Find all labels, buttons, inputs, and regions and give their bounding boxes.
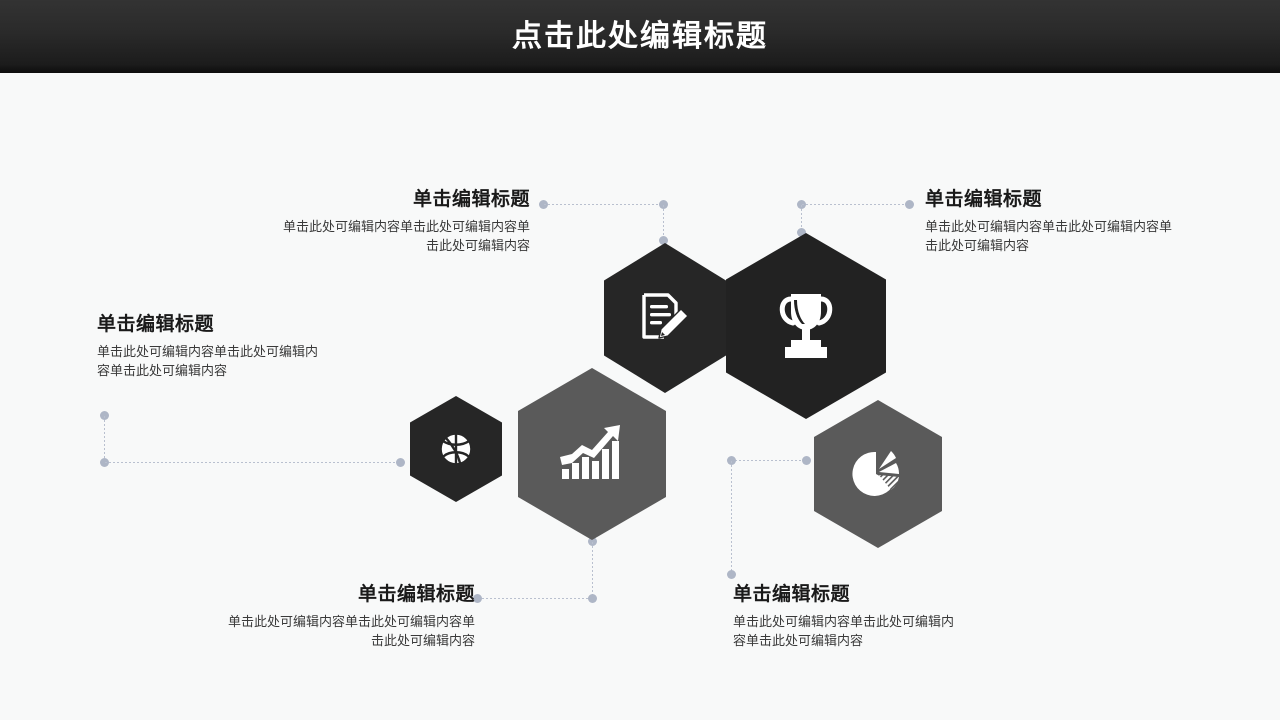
connector-line-top-left-v bbox=[663, 205, 664, 243]
item-top-right: 单击编辑标题 单击此处可编辑内容单击此处可编辑内容单击此处可编辑内容 bbox=[925, 188, 1183, 255]
connector-dot-bottom-left-hex bbox=[588, 537, 597, 546]
connector-line-left-v bbox=[104, 416, 105, 462]
page-title: 点击此处编辑标题 bbox=[512, 19, 768, 53]
connector-dot-left-hex bbox=[396, 458, 405, 467]
connector-line-left-h bbox=[105, 462, 400, 463]
basketball-icon bbox=[436, 429, 476, 469]
connector-dot-top-right-corner bbox=[905, 200, 914, 209]
connector-dot-top-left-corner bbox=[659, 200, 668, 209]
item-heading: 单击编辑标题 bbox=[97, 314, 215, 335]
connector-line-top-right-h bbox=[802, 204, 910, 205]
connector-dot-bottom-left-end bbox=[473, 594, 482, 603]
connector-dot-bottom-left-corner bbox=[588, 594, 597, 603]
item-heading: 单击编辑标题 bbox=[733, 584, 851, 605]
item-body: 单击此处可编辑内容单击此处可编辑内容单击此处可编辑内容 bbox=[925, 218, 1173, 253]
hex-pie[interactable] bbox=[814, 400, 942, 548]
document-pencil-icon bbox=[636, 289, 694, 347]
item-bottom-left: 单击编辑标题 单击此处可编辑内容单击此处可编辑内容单击此处可编辑内容 bbox=[228, 583, 475, 650]
connector-dot-left-corner bbox=[100, 458, 109, 467]
item-body: 单击此处可编辑内容单击此处可编辑内容单击此处可编辑内容 bbox=[733, 613, 955, 648]
connector-dot-top-left-end bbox=[539, 200, 548, 209]
connector-dot-bottom-right-end bbox=[727, 570, 736, 579]
connector-dot-bottom-right-corner bbox=[727, 456, 736, 465]
connector-dot-top-right-hex bbox=[797, 228, 806, 237]
connector-line-top-left-h bbox=[544, 204, 664, 205]
connector-line-top-right-v bbox=[801, 205, 802, 233]
trophy-icon bbox=[771, 290, 841, 362]
hex-ball[interactable] bbox=[410, 396, 502, 502]
hex-trophy[interactable] bbox=[726, 233, 886, 419]
item-left: 单击编辑标题 单击此处可编辑内容单击此处可编辑内容单击此处可编辑内容 bbox=[97, 313, 322, 380]
connector-dot-top-left-hex bbox=[659, 236, 668, 245]
connector-line-bottom-right-h bbox=[735, 460, 803, 461]
growth-chart-icon bbox=[558, 423, 626, 485]
item-bottom-right: 单击编辑标题 单击此处可编辑内容单击此处可编辑内容单击此处可编辑内容 bbox=[733, 583, 958, 650]
item-heading: 单击编辑标题 bbox=[412, 189, 530, 210]
connector-line-bottom-left-h bbox=[482, 598, 589, 599]
item-heading: 单击编辑标题 bbox=[925, 189, 1043, 210]
connector-line-bottom-left-v bbox=[592, 542, 593, 598]
item-heading: 单击编辑标题 bbox=[357, 584, 475, 605]
item-top-left: 单击编辑标题 单击此处可编辑内容单击此处可编辑内容单击此处可编辑内容 bbox=[275, 188, 530, 255]
slide-title-bar: 点击此处编辑标题 bbox=[0, 0, 1280, 73]
pie-chart-icon bbox=[849, 445, 907, 503]
connector-dot-left-top bbox=[100, 411, 109, 420]
item-body: 单击此处可编辑内容单击此处可编辑内容单击此处可编辑内容 bbox=[282, 218, 530, 253]
connector-dot-bottom-right-hex bbox=[802, 456, 811, 465]
item-body: 单击此处可编辑内容单击此处可编辑内容单击此处可编辑内容 bbox=[97, 343, 319, 378]
connector-line-bottom-right-v bbox=[731, 461, 732, 573]
hex-document[interactable] bbox=[604, 243, 726, 393]
connector-dot-top-right-end bbox=[797, 200, 806, 209]
item-body: 单击此处可编辑内容单击此处可编辑内容单击此处可编辑内容 bbox=[228, 613, 476, 648]
hex-growth[interactable] bbox=[518, 368, 666, 540]
